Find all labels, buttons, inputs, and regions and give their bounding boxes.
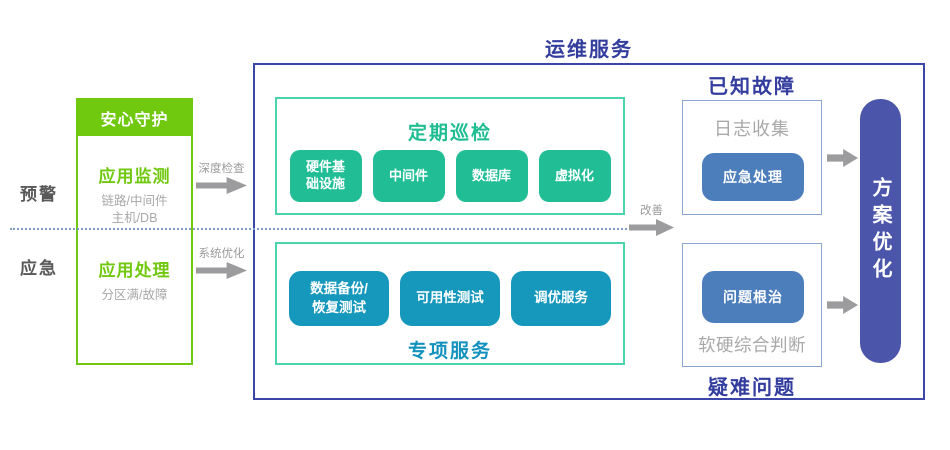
judge-label: 软硬综合判断	[698, 335, 806, 355]
inspection-chip-hardware: 硬件基 础设施	[289, 150, 362, 202]
app-monitor-title: 应用监测	[98, 167, 171, 186]
ops-service-container	[253, 63, 925, 400]
inspection-chip-row: 硬件基 础设施 中间件 数据库 虚拟化	[277, 150, 623, 202]
arrow-right-icon	[196, 177, 247, 194]
solution-optimization-pill: 方案优化	[860, 99, 901, 363]
inspection-title: 定期巡检	[407, 123, 492, 144]
improve-label: 改善	[640, 205, 663, 217]
system-optimize-label: 系统优化	[198, 248, 245, 260]
special-chip-row: 数据备份/ 恢复测试 可用性测试 调优服务	[277, 271, 623, 326]
ops-service-title: 运维服务	[545, 39, 633, 61]
app-monitor-sub2: 主机/DB	[111, 211, 158, 225]
log-collection-label: 日志收集	[714, 119, 790, 139]
difficult-problems-panel: 问题根治 软硬综合判断	[682, 243, 822, 367]
inspection-chip-virtualization: 虚拟化	[538, 150, 611, 202]
inspection-panel: 定期巡检 硬件基 础设施 中间件 数据库 虚拟化	[275, 97, 625, 215]
app-handle-title: 应用处理	[98, 261, 171, 280]
inspection-chip-middleware: 中间件	[372, 150, 445, 202]
app-handle-sub1: 分区满/故障	[101, 288, 168, 302]
inspection-chip-database: 数据库	[455, 150, 528, 202]
difficult-problems-title: 疑难问题	[708, 377, 796, 399]
dotted-divider-line	[10, 228, 627, 230]
known-faults-title: 已知故障	[708, 76, 796, 98]
deep-check-label: 深度检查	[198, 163, 245, 175]
special-chip-tuning: 调优服务	[511, 271, 611, 326]
special-service-title: 专项服务	[407, 341, 492, 362]
solution-optimization-text: 方案优化	[869, 177, 891, 285]
special-chip-availability: 可用性测试	[400, 271, 500, 326]
known-faults-panel: 日志收集 应急处理	[682, 100, 822, 215]
app-monitor-sub1: 链路/中间件	[101, 194, 168, 208]
arrow-right-icon	[196, 262, 247, 279]
guard-panel: 安心守护 应用监测 链路/中间件 主机/DB 应用处理 分区满/故障	[76, 98, 193, 365]
warning-label: 预警	[20, 185, 58, 204]
guard-panel-header: 安心守护	[78, 100, 191, 136]
emergency-label: 应急	[20, 259, 58, 278]
special-service-panel: 数据备份/ 恢复测试 可用性测试 调优服务 专项服务	[275, 242, 625, 365]
emergency-handling-chip: 应急处理	[702, 153, 804, 201]
root-cause-chip: 问题根治	[702, 271, 804, 323]
special-chip-backup: 数据备份/ 恢复测试	[289, 271, 389, 326]
